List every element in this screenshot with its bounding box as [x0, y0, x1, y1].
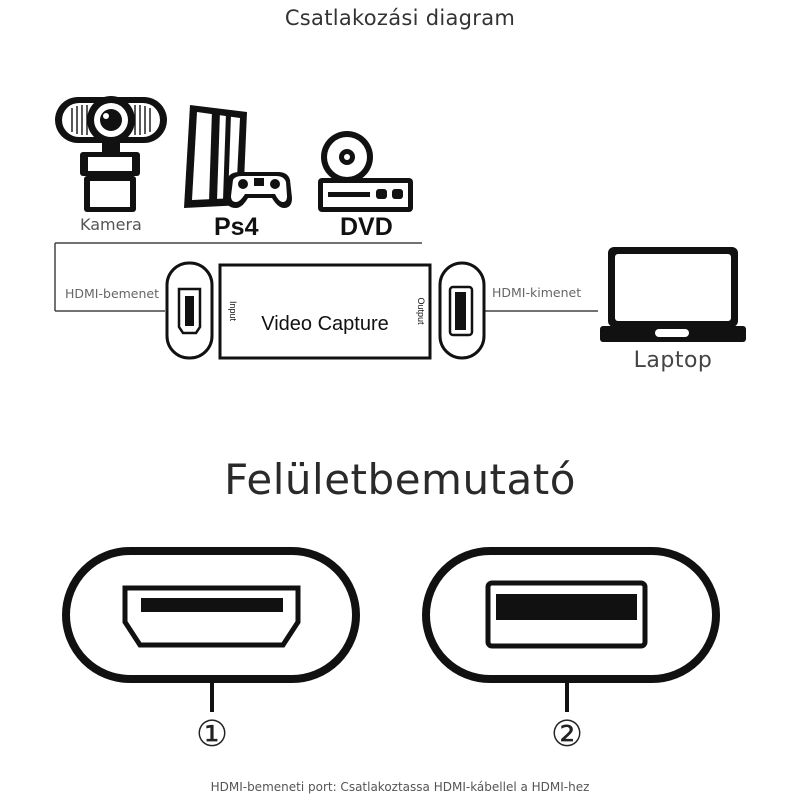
capture-input-side-label: Input	[228, 300, 238, 322]
dvd-label: DVD	[340, 213, 393, 241]
port-2-number: ②	[550, 714, 584, 755]
ps4-label: Ps4	[214, 213, 259, 241]
laptop-label: Laptop	[633, 348, 713, 373]
dvd-icon	[318, 131, 413, 212]
footer-caption: HDMI-bemeneti port: Csatlakoztassa HDMI-…	[210, 780, 590, 794]
capture-box-label: Video Capture	[261, 313, 389, 335]
camera-label: Kamera	[80, 215, 142, 234]
diagram-title: Csatlakozási diagram	[284, 6, 516, 30]
capture-output-side-label: Output	[416, 297, 426, 325]
hdmi-output-label: HDMI-kimenet	[490, 285, 584, 300]
usb-port-icon	[422, 547, 720, 712]
laptop-icon	[600, 247, 746, 342]
hdmi-port-icon	[62, 547, 360, 712]
hdmi-input-plug-icon	[165, 261, 214, 360]
port-1-number: ①	[195, 714, 229, 755]
section-title: Felületbemutató	[224, 455, 576, 504]
ps4-icon	[184, 105, 292, 208]
hdmi-input-label: HDMI-bemenet	[63, 286, 162, 301]
camera-icon	[55, 96, 167, 212]
capture-box	[218, 263, 432, 360]
usb-output-plug-icon	[438, 261, 486, 360]
